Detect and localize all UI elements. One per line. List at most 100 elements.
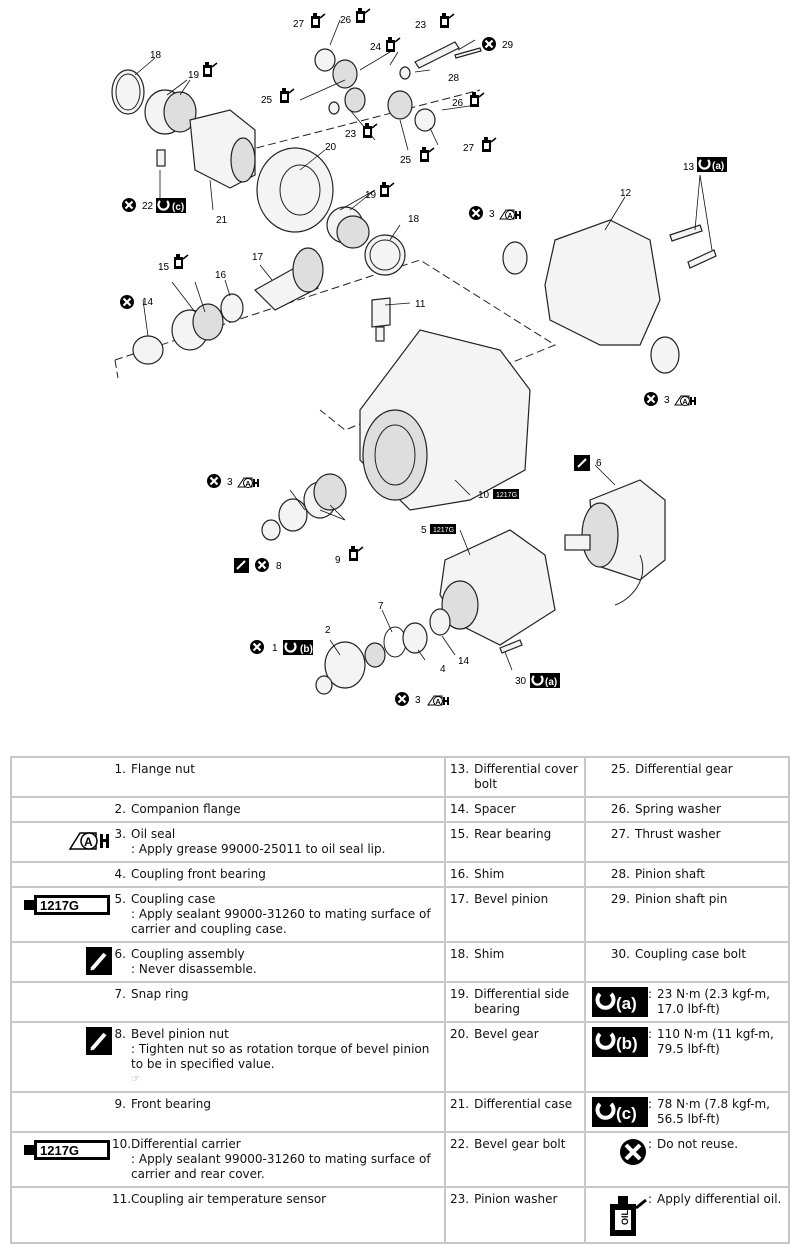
axis-line-case-left	[114, 359, 119, 379]
callout-27-top: 27	[293, 12, 326, 30]
callout-30: 30 (a)	[515, 671, 562, 690]
svg-text:23: 23	[415, 20, 427, 31]
svg-text:24: 24	[370, 42, 382, 53]
torque-icon: (c)	[592, 1097, 648, 1127]
callout-15: 15	[158, 253, 189, 273]
shim-16	[220, 293, 244, 323]
svg-text:29: 29	[502, 40, 514, 51]
callout-10: 10 1217G	[478, 489, 519, 501]
oil-seal-3-front	[278, 498, 308, 532]
svg-text:(b): (b)	[616, 1034, 638, 1053]
cover-bolts	[669, 224, 703, 242]
callout-6: 6	[574, 455, 602, 471]
oil-seal-3-upper	[502, 241, 528, 275]
svg-text:3: 3	[415, 695, 421, 706]
svg-text:25: 25	[261, 95, 273, 106]
coupling-case-bolt	[499, 639, 523, 654]
svg-text:6: 6	[596, 458, 602, 469]
callout-26-right: 26	[452, 91, 485, 109]
svg-text:3: 3	[489, 209, 495, 220]
svg-text:1: 1	[272, 643, 278, 654]
callout-26-top: 26	[340, 7, 371, 26]
callout-7: 7	[378, 601, 384, 612]
grease-a-icon: A	[68, 832, 109, 850]
svg-text:(c): (c)	[616, 1104, 637, 1123]
svg-text:27: 27	[293, 19, 305, 30]
spacer-14-lower	[429, 608, 451, 636]
callout-14-left: 14	[118, 293, 154, 311]
torque-icon: (a)	[592, 987, 648, 1017]
legend-cell: 25.Differential gear	[584, 756, 790, 798]
svg-text:1217G: 1217G	[496, 492, 517, 499]
callout-3-front: 3	[205, 472, 260, 490]
callout-4: 4	[440, 664, 446, 675]
pinion-shaft	[414, 41, 460, 69]
svg-text:8: 8	[276, 561, 282, 572]
svg-text:26: 26	[340, 15, 352, 26]
callout-25-right: 25	[400, 146, 435, 166]
svg-text:A: A	[84, 835, 93, 849]
svg-text:30: 30	[515, 676, 527, 687]
callout-25-left: 25	[261, 87, 295, 106]
sealant-1217g-icon: 1217G	[24, 1140, 110, 1160]
oil-can-icon: OIL	[610, 1196, 647, 1236]
bevel-gear	[256, 147, 334, 233]
torque-icon: (b)	[592, 1027, 648, 1057]
sealant-1217g-icon: 1217G	[24, 895, 110, 915]
svg-text:1217G: 1217G	[40, 1143, 79, 1158]
svg-text:19: 19	[365, 190, 377, 201]
note-icon	[86, 1027, 112, 1055]
coupling-front-bearing	[402, 622, 428, 654]
shim-18-left	[111, 69, 145, 115]
axis-line-upper	[209, 89, 481, 161]
svg-text:22: 22	[142, 201, 154, 212]
reference-link-icon[interactable]: ☞	[131, 1074, 140, 1085]
bevel-pinion-nut-8	[261, 519, 281, 541]
callout-3-right: 3	[642, 390, 697, 408]
callout-3-lower: 3	[393, 690, 450, 708]
oil-seal-3-right	[650, 336, 680, 374]
svg-text:(a): (a)	[545, 677, 557, 688]
differential-cover	[544, 219, 661, 346]
svg-text:(c): (c)	[172, 202, 184, 213]
callout-22: 22 (c)	[120, 196, 188, 215]
svg-text:10: 10	[478, 490, 490, 501]
callout-24: 24	[370, 36, 401, 53]
svg-text:9: 9	[335, 555, 341, 566]
svg-text:1217G: 1217G	[40, 898, 79, 913]
svg-text:19: 19	[188, 70, 200, 81]
axis-line-case	[114, 259, 557, 431]
svg-text:14: 14	[142, 297, 154, 308]
svg-text:3: 3	[227, 477, 233, 488]
callout-27-right: 27	[463, 136, 497, 154]
spacer-14	[132, 335, 164, 365]
svg-text:27: 27	[463, 143, 475, 154]
svg-text:OIL: OIL	[620, 1209, 630, 1225]
legend-cell: 13.Differential cover bolt	[444, 756, 586, 798]
callout-2: 2	[325, 625, 331, 636]
callout-8: 8	[234, 556, 282, 574]
callout-19-right: 19	[365, 181, 395, 201]
sensor-11	[371, 297, 391, 328]
callout-28: 28	[448, 73, 460, 84]
svg-text:(b): (b)	[300, 644, 313, 655]
shim-18-right	[364, 234, 406, 276]
legend-cell: 1.Flange nut	[10, 756, 446, 798]
exploded-parts-diagram: A	[111, 7, 729, 708]
note-icon	[86, 947, 112, 975]
callout-23-mid: 23	[345, 122, 378, 140]
parts-legend-table: 1.Flange nut 13.Differential cover bolt …	[10, 756, 790, 1244]
callout-17: 17	[252, 252, 264, 263]
differential-gear-group	[332, 59, 358, 89]
svg-text:23: 23	[345, 129, 357, 140]
do-not-reuse-icon	[620, 1139, 646, 1165]
svg-text:5: 5	[421, 525, 427, 536]
callout-13: 13(a)	[683, 155, 729, 174]
callout-21: 21	[216, 215, 228, 226]
callout-3-upper: 3	[467, 204, 522, 222]
svg-text:3: 3	[664, 395, 670, 406]
callout-16: 16	[215, 270, 227, 281]
callout-1: 1 (b)	[248, 638, 315, 657]
callout-20: 20	[325, 142, 337, 153]
callout-12: 12	[620, 188, 632, 199]
